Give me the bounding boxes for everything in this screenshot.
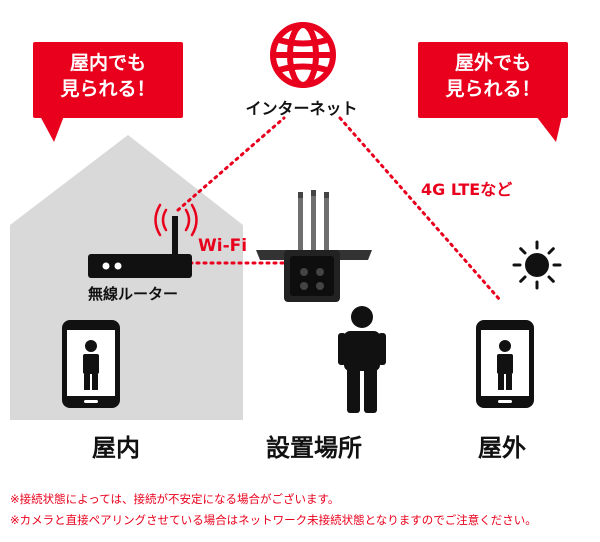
outdoor-bubble: 屋外でも 見られる！ xyxy=(418,42,568,118)
router-icon xyxy=(88,216,192,278)
install-location-label: 設置場所 xyxy=(266,434,362,462)
camera-icon xyxy=(256,190,372,302)
wifi-label: Wi-Fi xyxy=(198,236,248,256)
indoor-bubble-line1: 屋内でも xyxy=(69,52,146,74)
indoor-bubble: 屋内でも 見られる！ xyxy=(33,42,183,118)
sun-icon xyxy=(512,240,562,290)
link-router-internet xyxy=(176,116,286,212)
smartphone-icon xyxy=(62,320,120,408)
outdoor-bubble-line2: 見られる！ xyxy=(445,78,541,100)
indoor-bubble-line2: 見られる！ xyxy=(60,78,156,100)
link-internet-phone xyxy=(338,116,502,302)
outdoor-bubble-tail xyxy=(536,116,562,142)
signal-icon xyxy=(154,203,198,237)
globe-icon xyxy=(270,22,336,88)
note-pairing: ※カメラと直接ペアリングさせている場合はネットワーク未接続状態となりますのでご注… xyxy=(10,513,537,527)
person-icon xyxy=(338,306,386,413)
outdoor-label: 屋外 xyxy=(478,434,526,462)
indoor-label: 屋内 xyxy=(92,434,140,462)
note-connection: ※接続状態によっては、接続が不安定になる場合がございます。 xyxy=(10,492,340,506)
lte-label: 4G LTEなど xyxy=(421,180,513,199)
outdoor-bubble-line1: 屋外でも xyxy=(454,52,531,74)
smartphone-icon xyxy=(476,320,534,408)
internet-label: インターネット xyxy=(245,99,358,118)
router-label: 無線ルーター xyxy=(88,285,179,303)
indoor-bubble-tail xyxy=(40,116,64,142)
